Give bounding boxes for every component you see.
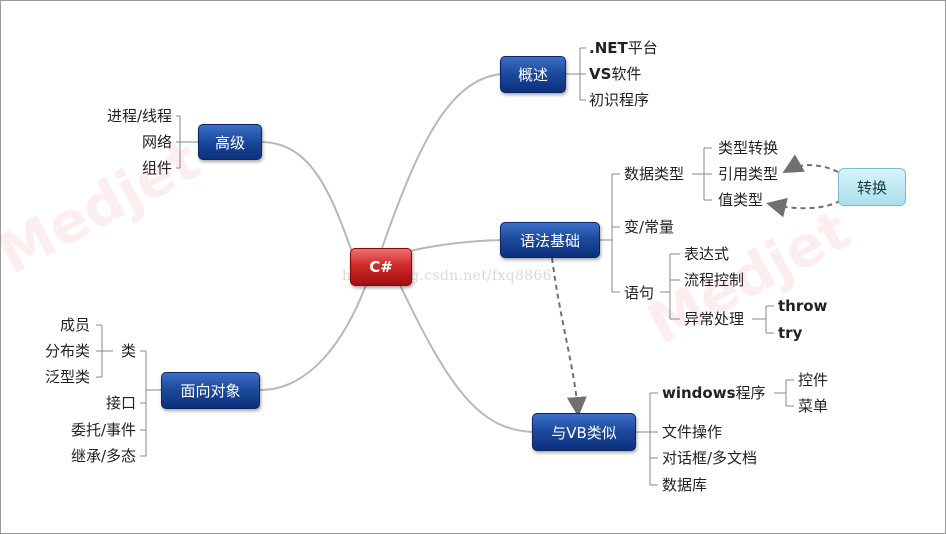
leaf-member: 成员 [59, 316, 90, 334]
leaf-throw: throw [778, 297, 828, 315]
link-csharp-vb [399, 284, 534, 433]
node-vb-similar[interactable]: 与VB类似 [532, 413, 636, 451]
leaf-vs-software: VS软件 [589, 65, 642, 83]
leaf-dotnet-platform: .NET平台 [589, 39, 658, 57]
leaf-type-conversion: 类型转换 [718, 139, 779, 157]
leaf-reference-type: 引用类型 [718, 165, 779, 183]
leaf-try: try [778, 324, 803, 342]
node-conversion[interactable]: 转换 [838, 168, 906, 206]
leaf-menu: 菜单 [798, 397, 829, 415]
label-data-types: 数据类型 [624, 165, 685, 183]
label-class: 类 [120, 342, 136, 360]
leaf-database: 数据库 [662, 476, 708, 494]
leaf-first-program: 初识程序 [589, 91, 650, 109]
label-exception-handling: 异常处理 [684, 310, 745, 328]
leaf-inheritance-polymorphism: 继承/多态 [70, 447, 136, 465]
link-csharp-syntax [409, 239, 502, 252]
node-overview[interactable]: 概述 [500, 56, 566, 93]
center-node-csharp[interactable]: C# [350, 248, 412, 286]
leaf-delegate-event: 委托/事件 [70, 421, 136, 439]
leaf-expression: 表达式 [684, 245, 730, 263]
leaf-network: 网络 [141, 133, 172, 151]
label-windows-program: windows程序 [662, 384, 766, 402]
leaf-interface: 接口 [105, 394, 136, 412]
leaf-process-thread: 进程/线程 [106, 107, 172, 125]
leaf-generic-class: 泛型类 [44, 368, 90, 386]
leaf-controls: 控件 [798, 371, 829, 389]
node-oop[interactable]: 面向对象 [161, 372, 260, 409]
link-csharp-oop [259, 284, 367, 391]
node-syntax-basics[interactable]: 语法基础 [500, 222, 600, 258]
link-csharp-overview [381, 73, 502, 249]
dashed-arrow-to-value-type [766, 195, 849, 218]
link-csharp-advanced [261, 141, 353, 253]
leaf-partial-class: 分布类 [44, 342, 90, 360]
label-var-const: 变/常量 [624, 218, 675, 236]
leaf-dialog-mdi: 对话框/多文档 [662, 449, 758, 467]
leaf-flow-control: 流程控制 [684, 271, 745, 289]
label-statement: 语句 [624, 284, 655, 302]
leaf-file-operation: 文件操作 [662, 423, 723, 441]
leaf-value-type: 值类型 [718, 191, 764, 209]
node-advanced[interactable]: 高级 [198, 124, 262, 160]
leaf-component: 组件 [141, 159, 172, 177]
dashed-arrow-syntax-to-vb [551, 257, 587, 417]
dashed-arrow-to-reference-type [782, 154, 839, 173]
